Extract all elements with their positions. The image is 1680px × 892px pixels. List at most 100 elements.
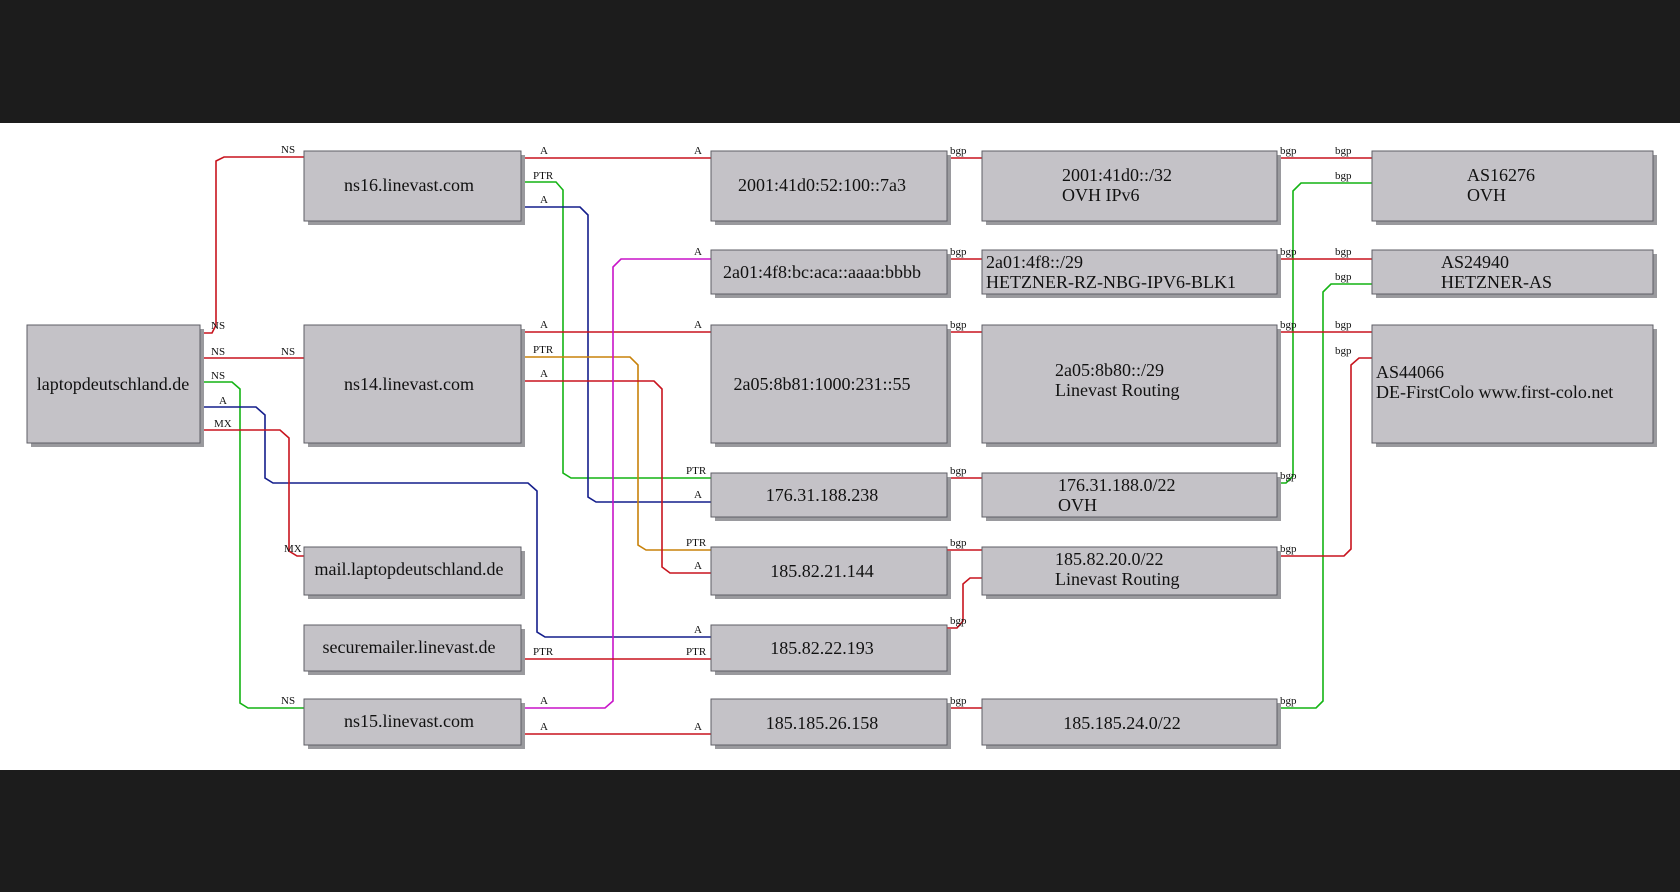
node-label: 2a05:8b80::/29 [1055,360,1164,380]
node-label: AS24940 [1441,252,1509,272]
node-label: ns16.linevast.com [344,175,474,195]
node-label: ns14.linevast.com [344,374,474,394]
edge-target-label: bgp [1335,170,1352,182]
node-box [303,624,522,672]
node-label: laptopdeutschland.de [37,374,189,394]
node-box [981,150,1278,222]
edge-source-label: NS [211,370,225,382]
node-label: securemailer.linevast.de [323,637,496,657]
edge-source-label: bgp [950,465,967,477]
edge-target-label: A [694,721,702,733]
edge-target-label: PTR [686,465,707,477]
node-box [1371,324,1654,444]
node-label: HETZNER-RZ-NBG-IPV6-BLK1 [986,272,1236,292]
node-pfx_185: 185.185.24.0/22 [981,698,1281,749]
node-label: 185.82.21.144 [770,561,874,581]
node-box [26,324,201,444]
edges-layer [201,156,1372,735]
edge-target-label: bgp [1335,246,1352,258]
edge-pfx_185-to-as_hetz [1277,283,1372,709]
edge-ns14-to-ip_185_144 [521,356,711,551]
node-ns15: ns15.linevast.com [303,698,525,749]
node-box [710,324,948,444]
node-label: OVH [1058,495,1097,515]
node-label: 2a01:4f8::/29 [986,252,1083,272]
node-label: 2001:41d0::/32 [1062,165,1172,185]
node-label: 185.185.24.0/22 [1063,713,1181,733]
edge-source-label: bgp [1280,543,1297,555]
node-box [710,546,948,596]
node-ip6_hetz: 2a01:4f8:bc:aca::aaaa:bbbb [710,249,951,298]
node-label: DE-FirstColo www.first-colo.net [1376,382,1613,402]
edge-source-label: bgp [1280,319,1297,331]
node-label: OVH [1467,185,1506,205]
node-box [710,472,948,518]
node-box [1371,249,1654,295]
edge-source-label: bgp [950,615,967,627]
edge-ns15-to-ip6_hetz [521,258,711,709]
edge-target-label: MX [284,543,302,555]
node-ip_185_158: 185.185.26.158 [710,698,951,749]
edge-ip_185_193-to-pfx_lv4 [947,577,982,629]
node-label: mail.laptopdeutschland.de [315,559,504,579]
edge-target-label: bgp [1335,345,1352,357]
edge-source-label: PTR [533,344,554,356]
edge-target-label: A [694,145,702,157]
edge-target-label: PTR [686,646,707,658]
edge-laptop-to-ns15 [201,381,304,709]
node-box [981,546,1278,596]
edge-source-label: bgp [1280,246,1297,258]
node-ip6_lv: 2a05:8b81:1000:231::55 [710,324,951,447]
edge-target-label: bgp [1335,145,1352,157]
edge-source-label: A [540,721,548,733]
edge-target-label: A [694,319,702,331]
edge-source-label: A [219,395,227,407]
node-box [303,324,522,444]
node-box [710,150,948,222]
edge-pfx_ovh4-to-as_ovh [1277,182,1372,484]
node-label: Linevast Routing [1055,380,1180,400]
node-label: 185.82.22.193 [770,638,874,658]
node-label: Linevast Routing [1055,569,1180,589]
edge-ns16-to-ip_176 [521,206,711,503]
edge-source-label: A [540,194,548,206]
edge-ns16-to-ip_176 [521,181,711,479]
edge-source-label: NS [211,320,225,332]
node-ip_185_193: 185.82.22.193 [710,624,951,675]
node-label: 2001:41d0:52:100::7a3 [738,175,906,195]
edge-source-label: bgp [950,537,967,549]
node-label: 185.82.20.0/22 [1055,549,1164,569]
node-box [303,150,522,222]
edge-source-label: A [540,368,548,380]
edge-target-label: bgp [1335,271,1352,283]
edge-source-label: NS [211,346,225,358]
node-box [1371,150,1654,222]
edge-target-label: NS [281,144,295,156]
edge-source-label: bgp [950,319,967,331]
edge-source-label: bgp [1280,695,1297,707]
edge-laptop-to-ns16 [201,156,304,334]
node-label: 176.31.188.238 [766,485,879,505]
edge-target-label: A [694,624,702,636]
node-ip_185_144: 185.82.21.144 [710,546,951,599]
edge-source-label: A [540,319,548,331]
edge-source-label: A [540,695,548,707]
edge-source-label: bgp [950,695,967,707]
node-mail: mail.laptopdeutschland.de [303,546,525,599]
edge-laptop-to-ip_185_193 [201,406,711,638]
node-label: OVH IPv6 [1062,185,1140,205]
node-box [303,698,522,746]
edge-target-label: A [694,560,702,572]
edge-laptop-to-mail [201,429,304,557]
node-label: ns15.linevast.com [344,711,474,731]
node-label: AS16276 [1467,165,1535,185]
node-box [710,249,948,295]
node-box [981,324,1278,444]
